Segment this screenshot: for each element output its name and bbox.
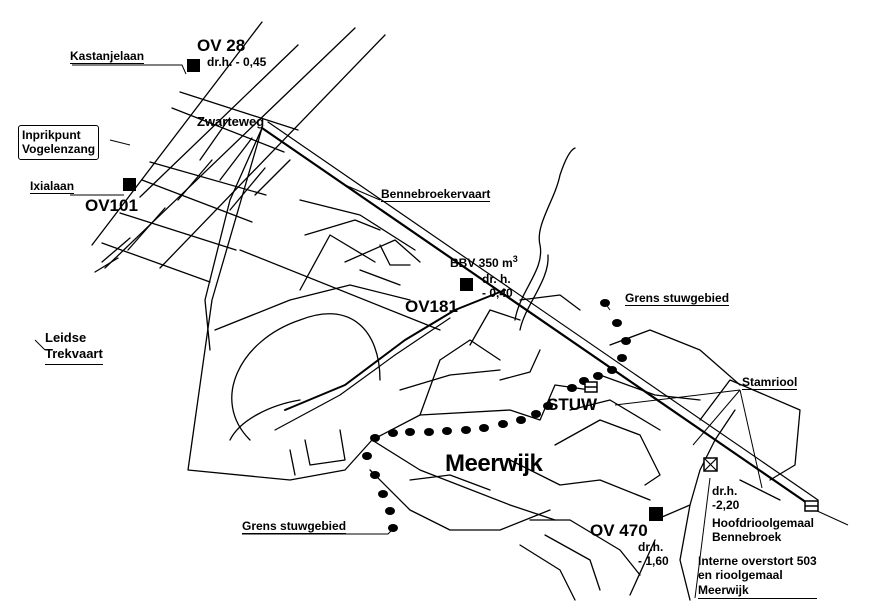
bbv-text: BBV 350 m: [450, 256, 513, 270]
hoofdrioolgemaal-line1: Hoofdrioolgemaal: [712, 516, 815, 530]
ov470-label: OV 470: [590, 521, 648, 540]
zwarteweg-label: Zwarteweg: [197, 114, 265, 129]
bennebroekervaart-label: Bennebroekervaart: [381, 187, 491, 202]
ixialaan-label: Ixialaan: [30, 179, 75, 194]
ov28-label: OV 28: [197, 36, 246, 55]
interne-overstort-label: Interne overstort 503 en rioolgemaal Mee…: [698, 554, 817, 600]
interne-line1: Interne overstort 503: [698, 554, 817, 568]
ov503-level-line1: dr.h.: [712, 484, 738, 498]
bbv-label: BBV 350 m3: [450, 254, 518, 270]
kastanjelaan-label: Kastanjelaan: [70, 49, 145, 64]
stuw-label: STUW: [547, 395, 598, 414]
leidse-trekvaart-label: Leidse Trekvaart: [45, 330, 103, 365]
ov470-level-line2: - 1,60: [638, 554, 669, 569]
grens-stuwgebied-top-label: Grens stuwgebied: [625, 291, 730, 306]
leader-lines: [34, 64, 849, 599]
ov470-level-label: dr.h. - 1,60: [638, 540, 669, 569]
markers: [584, 381, 819, 512]
ov181-level-label: dr. h. - 0,40: [482, 272, 513, 301]
ov181-label: OV181: [405, 297, 458, 316]
ov470-marker: [649, 507, 663, 521]
leidse-label: Leidse: [45, 330, 87, 345]
boundary-dots: [362, 299, 631, 532]
ov181-marker: [460, 278, 473, 291]
ov470-level-line1: dr.h.: [638, 540, 664, 554]
inprikpunt-label: Inprikpunt: [22, 128, 81, 142]
trekvaart-label: Trekvaart: [45, 346, 103, 362]
grens-stuwgebied-bottom-label: Grens stuwgebied: [242, 519, 347, 534]
ov503-level-label: dr.h. -2,20: [712, 484, 739, 513]
ov181-level-line2: - 0,40: [482, 286, 513, 301]
stamriool-label: Stamriool: [742, 375, 798, 390]
ov28-level-label: dr.h. - 0,45: [207, 55, 267, 69]
ov101-marker: [123, 178, 136, 191]
hoofdrioolgemaal-label: Hoofdrioolgemaal Bennebroek: [712, 516, 814, 545]
ov101-label: OV101: [85, 196, 138, 215]
bbv-superscript: 3: [512, 254, 518, 264]
street-line: [91, 21, 263, 246]
inprikpunt-vogelenzang-box: Inprikpunt Vogelenzang: [18, 125, 100, 160]
ov503-level-line2: -2,20: [712, 498, 740, 513]
interne-line2: en rioolgemaal: [698, 568, 783, 583]
interne-line3: Meerwijk: [698, 582, 749, 597]
ov28-marker: [187, 59, 200, 72]
vogelenzang-label: Vogelenzang: [22, 142, 96, 157]
meerwijk-label: Meerwijk: [445, 450, 543, 477]
hoofdrioolgemaal-line2: Bennebroek: [712, 530, 782, 545]
ov181-level-line1: dr. h.: [482, 272, 511, 286]
